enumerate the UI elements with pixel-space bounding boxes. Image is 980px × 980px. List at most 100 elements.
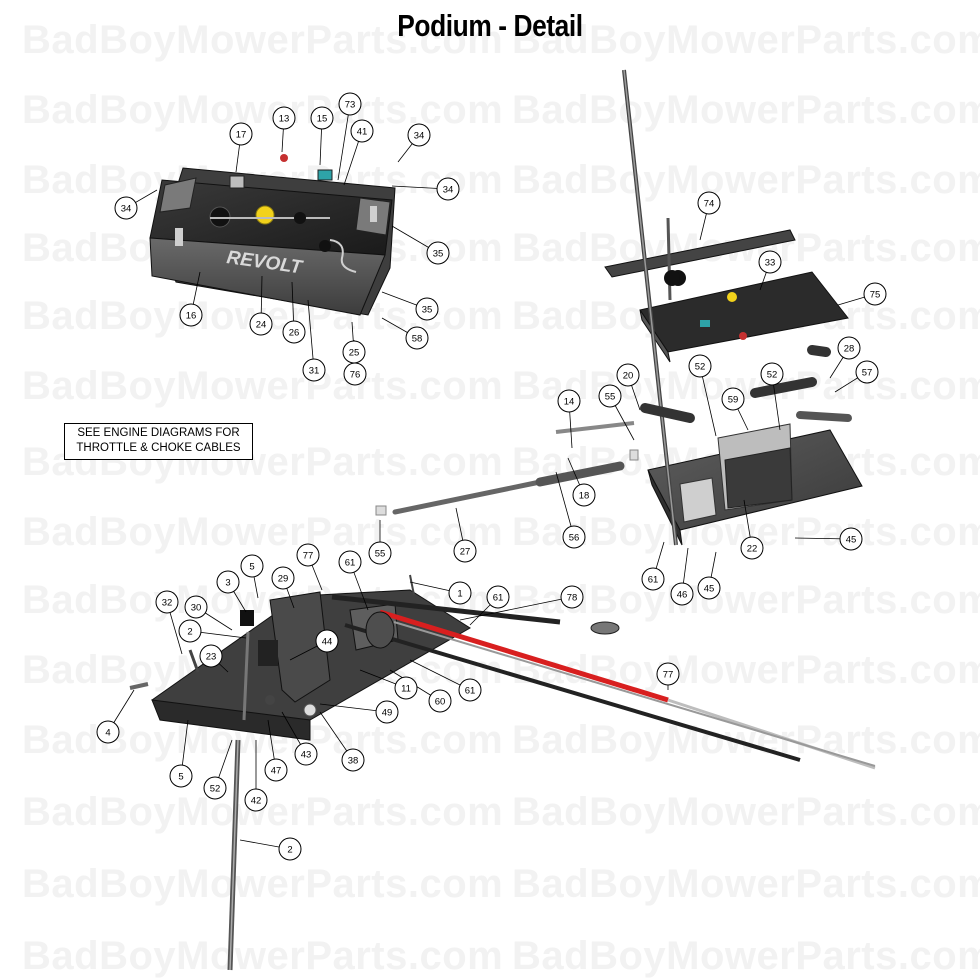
callout-circle bbox=[179, 303, 203, 327]
callout-label: 26 bbox=[289, 328, 300, 339]
callout-27: 27 bbox=[453, 539, 477, 563]
callout-28: 28 bbox=[837, 336, 861, 360]
callout-57: 57 bbox=[855, 360, 879, 384]
callout-label: 16 bbox=[186, 311, 197, 322]
callout-24: 24 bbox=[249, 312, 273, 336]
watermark-text: BadBoyMowerParts.com bbox=[22, 510, 504, 554]
callout-label: 17 bbox=[236, 130, 247, 141]
callout-circle bbox=[697, 191, 721, 215]
callout-circle bbox=[394, 676, 418, 700]
callout-circle bbox=[341, 748, 365, 772]
callout-label: 5 bbox=[178, 772, 183, 783]
callout-16: 16 bbox=[179, 303, 203, 327]
callout-label: 75 bbox=[870, 290, 881, 301]
callout-circle bbox=[839, 527, 863, 551]
callout-label: 29 bbox=[278, 574, 289, 585]
callout-circle bbox=[244, 788, 268, 812]
callout-label: 2 bbox=[287, 845, 292, 856]
callout-45: 45 bbox=[839, 527, 863, 551]
callout-label: 46 bbox=[677, 590, 688, 601]
callout-circle bbox=[375, 700, 399, 724]
callout-33: 33 bbox=[758, 250, 782, 274]
callout-label: 32 bbox=[162, 598, 173, 609]
callout-circle bbox=[837, 336, 861, 360]
note-line-1: SEE ENGINE DIAGRAMS FOR bbox=[77, 427, 240, 439]
callout-label: 45 bbox=[704, 584, 715, 595]
callout-label: 55 bbox=[605, 392, 616, 403]
callout-label: 58 bbox=[412, 334, 423, 345]
callout-label: 22 bbox=[747, 544, 758, 555]
callout-circle bbox=[453, 539, 477, 563]
callout-label: 57 bbox=[862, 368, 873, 379]
callout-circle bbox=[428, 689, 452, 713]
callout-34: 34 bbox=[436, 177, 460, 201]
callout-circle bbox=[863, 282, 887, 306]
callout-label: 56 bbox=[569, 533, 580, 544]
callout-label: 5 bbox=[249, 562, 254, 573]
callout-label: 60 bbox=[435, 697, 446, 708]
callout-52: 52 bbox=[688, 354, 712, 378]
callout-label: 59 bbox=[728, 395, 739, 406]
callout-label: 77 bbox=[663, 670, 674, 681]
callout-circle bbox=[616, 363, 640, 387]
callout-52: 52 bbox=[760, 362, 784, 386]
callout-label: 42 bbox=[251, 796, 262, 807]
callout-circle bbox=[721, 387, 745, 411]
callout-circle bbox=[343, 362, 367, 386]
callout-circle bbox=[598, 384, 622, 408]
callout-59: 59 bbox=[721, 387, 745, 411]
callout-22: 22 bbox=[740, 536, 764, 560]
callout-74: 74 bbox=[697, 191, 721, 215]
callout-label: 61 bbox=[465, 686, 476, 697]
callout-13: 13 bbox=[272, 106, 296, 130]
callout-label: 15 bbox=[317, 114, 328, 125]
callout-circle bbox=[407, 123, 431, 147]
callout-label: 74 bbox=[704, 199, 715, 210]
callout-45: 45 bbox=[697, 576, 721, 600]
callout-label: 78 bbox=[567, 593, 578, 604]
tray-assembly bbox=[375, 69, 863, 546]
watermark-text: BadBoyMowerParts.com bbox=[512, 862, 980, 906]
callout-label: 20 bbox=[623, 371, 634, 382]
callout-label: 43 bbox=[301, 750, 312, 761]
callout-3: 3 bbox=[216, 570, 240, 594]
callout-32: 32 bbox=[155, 590, 179, 614]
callout-circle bbox=[338, 92, 362, 116]
callout-circle bbox=[240, 554, 264, 578]
lower-bracket-assembly bbox=[129, 574, 876, 971]
callout-label: 52 bbox=[695, 362, 706, 373]
callout-label: 14 bbox=[564, 397, 575, 408]
callout-circle bbox=[114, 196, 138, 220]
callout-18: 18 bbox=[572, 483, 596, 507]
callout-circle bbox=[758, 250, 782, 274]
callout-2: 2 bbox=[278, 837, 302, 861]
callout-label: 45 bbox=[846, 535, 857, 546]
callout-34: 34 bbox=[114, 196, 138, 220]
callout-circle bbox=[436, 177, 460, 201]
callout-49: 49 bbox=[375, 700, 399, 724]
callout-circle bbox=[486, 585, 510, 609]
callout-47: 47 bbox=[264, 758, 288, 782]
callout-label: 31 bbox=[309, 366, 320, 377]
callout-label: 52 bbox=[210, 784, 221, 795]
callout-label: 61 bbox=[493, 593, 504, 604]
page-title: Podium - Detail bbox=[397, 8, 583, 43]
callout-label: 2 bbox=[187, 627, 192, 638]
callout-38: 38 bbox=[341, 748, 365, 772]
callout-label: 76 bbox=[350, 370, 361, 381]
callout-circle bbox=[310, 106, 334, 130]
callout-61: 61 bbox=[338, 550, 362, 574]
callout-circle bbox=[229, 122, 253, 146]
callout-circle bbox=[641, 567, 665, 591]
callout-label: 38 bbox=[348, 756, 359, 767]
callout-circle bbox=[203, 776, 227, 800]
callout-circle bbox=[350, 119, 374, 143]
podium-panel-assembly: REVOLT bbox=[149, 154, 396, 316]
callout-circle bbox=[178, 619, 202, 643]
callout-35: 35 bbox=[415, 297, 439, 321]
callout-label: 61 bbox=[648, 575, 659, 586]
callout-circle bbox=[271, 566, 295, 590]
callout-52: 52 bbox=[203, 776, 227, 800]
